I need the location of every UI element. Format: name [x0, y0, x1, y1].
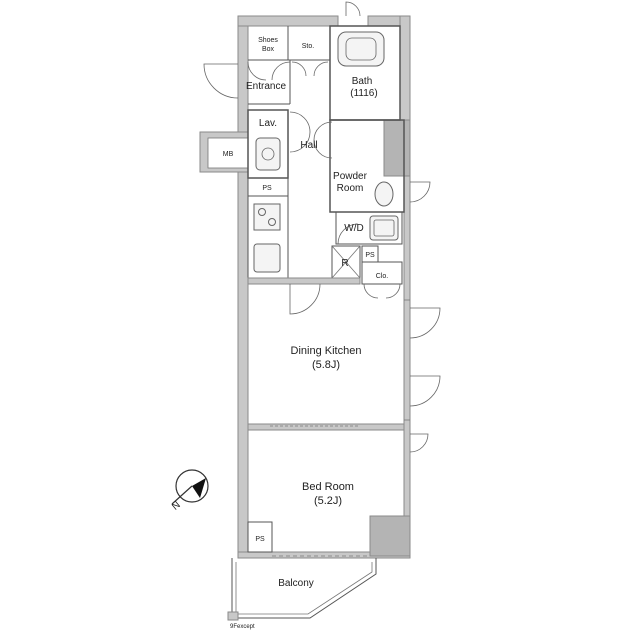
ps-bed-label: PS — [255, 536, 265, 543]
entrance-label: Entrance — [246, 81, 286, 92]
hall-label: Hall — [300, 140, 317, 151]
bed-room-size-label: (5.2J) — [314, 495, 342, 507]
bath-size-label: (1116) — [350, 88, 377, 99]
ps-small-label: PS — [365, 252, 375, 259]
balcony-label: Balcony — [278, 578, 314, 589]
bed-room-label: Bed Room — [302, 481, 354, 493]
shoes-box-label-1: Shoes — [258, 37, 278, 44]
shaft — [383, 119, 411, 177]
refrigerator-label: R — [341, 258, 348, 269]
mb-box-inner — [207, 137, 249, 169]
wall-top-left — [237, 15, 339, 27]
wall-right-lower — [403, 175, 411, 557]
dining-kitchen-size-label: (5.8J) — [312, 359, 340, 371]
meter-box-label: MB — [223, 151, 234, 158]
closet-label: Clo. — [376, 273, 389, 280]
storage-label: Sto. — [302, 43, 315, 50]
north-compass-icon — [171, 469, 209, 505]
wall-left — [237, 15, 249, 557]
shoes-box-label-2: Box — [262, 46, 275, 53]
north-letter: N — [170, 500, 183, 513]
footnote-label: 9Fexcept — [230, 624, 255, 630]
lavatory-label: Lav. — [259, 118, 277, 129]
powder-room-label-2: Room — [337, 183, 364, 194]
column-bottom-right — [369, 515, 411, 557]
dining-kitchen-label: Dining Kitchen — [291, 345, 362, 357]
powder-room-label-1: Powder — [333, 171, 368, 182]
washer-dryer-label: W/D — [344, 223, 363, 234]
bath-label: Bath — [352, 76, 373, 87]
ps-lav-label: PS — [262, 185, 272, 192]
